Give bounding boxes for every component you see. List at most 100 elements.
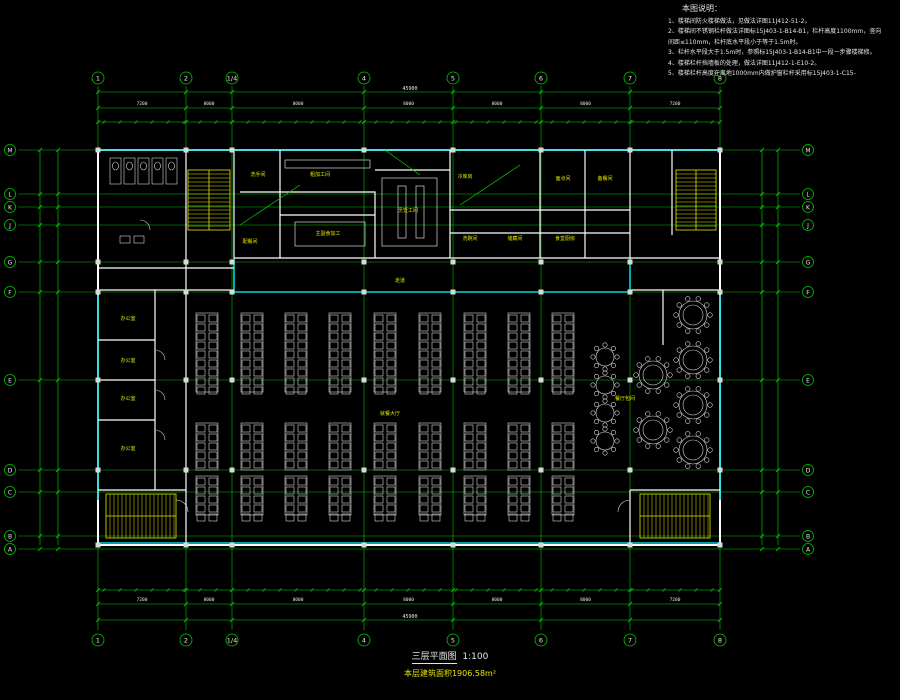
dining-seat <box>208 504 218 513</box>
axis-bubble <box>179 633 193 647</box>
dining-seat <box>297 350 307 359</box>
dining-tables <box>195 312 575 522</box>
dining-table <box>284 475 308 516</box>
chair <box>676 392 682 398</box>
axis-bubble <box>623 71 637 85</box>
dining-seat <box>464 486 474 495</box>
axis-label: K <box>806 204 811 211</box>
dining-table <box>328 422 352 471</box>
dining-seat <box>464 442 474 451</box>
dining-seat <box>419 359 429 368</box>
column <box>717 467 723 473</box>
dining-seat <box>464 359 474 368</box>
column <box>538 542 544 548</box>
dining-seat <box>386 486 396 495</box>
dining-table <box>328 475 352 516</box>
dining-seat <box>508 486 518 495</box>
column <box>717 377 723 383</box>
glazing <box>97 149 721 544</box>
dining-seat <box>564 341 574 350</box>
dining-seat <box>285 350 295 359</box>
dining-seat <box>431 350 441 359</box>
dining-seat <box>297 368 307 377</box>
main-hall-label: 就餐大厅 <box>380 410 400 417</box>
dining-seat <box>476 513 486 522</box>
dining-seat <box>253 341 263 350</box>
dining-seat <box>520 323 530 332</box>
dining-seat <box>431 332 441 341</box>
room-label: 冷库房 <box>457 173 472 180</box>
dining-table <box>507 422 531 471</box>
dining-seat <box>508 513 518 522</box>
dining-table <box>507 475 531 516</box>
dining-seat <box>552 359 562 368</box>
stair-top-right <box>675 169 717 231</box>
dining-seat <box>196 504 206 513</box>
chair <box>707 447 713 453</box>
dining-seat <box>374 513 384 522</box>
dining-seat <box>564 377 574 386</box>
dining-seat <box>196 424 206 433</box>
axis-label: 5 <box>451 637 455 645</box>
dining-seat <box>552 377 562 386</box>
axis-bubble <box>534 633 548 647</box>
axis-bubble <box>802 374 814 386</box>
dining-seat <box>564 460 574 469</box>
dining-seat <box>253 460 263 469</box>
dining-seat <box>419 314 429 323</box>
dining-seat <box>208 451 218 460</box>
dining-table <box>284 422 308 471</box>
chair <box>602 450 608 456</box>
dining-seat <box>552 424 562 433</box>
dining-seat <box>419 323 429 332</box>
dining-seat <box>196 368 206 377</box>
dining-seat <box>241 424 251 433</box>
chair <box>676 367 682 373</box>
dining-table <box>418 475 442 516</box>
lazy-susan <box>682 304 704 326</box>
chair <box>594 402 600 408</box>
dining-seat <box>341 451 351 460</box>
chair <box>664 437 670 443</box>
dining-seat <box>196 314 206 323</box>
column <box>183 377 189 383</box>
chair <box>594 418 600 424</box>
column <box>627 289 633 295</box>
column <box>95 467 101 473</box>
chair <box>594 446 600 452</box>
column <box>361 542 367 548</box>
dining-seat <box>208 442 218 451</box>
dining-seat <box>241 332 251 341</box>
chair <box>655 356 661 362</box>
chair <box>614 410 620 416</box>
dining-seat <box>341 513 351 522</box>
column <box>229 289 235 295</box>
drawing-title: 三层平面图 <box>411 652 457 664</box>
axis-bubble <box>4 144 16 156</box>
chair <box>695 431 701 437</box>
round-table <box>595 403 615 423</box>
dining-seat <box>374 433 384 442</box>
chair <box>590 382 596 388</box>
dining-seat <box>285 433 295 442</box>
round-table <box>595 347 615 367</box>
chair <box>676 437 682 443</box>
column <box>538 289 544 295</box>
lazy-susan <box>682 394 704 416</box>
column <box>450 377 456 383</box>
dining-seat <box>552 386 562 395</box>
dining-seat <box>431 477 441 486</box>
chair <box>590 354 596 360</box>
column <box>183 467 189 473</box>
chair <box>676 302 682 308</box>
dining-seat <box>431 433 441 442</box>
dining-seat <box>552 350 562 359</box>
dining-seat <box>464 433 474 442</box>
axis-label: K <box>8 204 13 211</box>
room-label: 面点间 <box>555 175 570 182</box>
dining-seat <box>520 350 530 359</box>
column <box>538 259 544 265</box>
dining-seat <box>419 341 429 350</box>
dining-seat <box>419 513 429 522</box>
